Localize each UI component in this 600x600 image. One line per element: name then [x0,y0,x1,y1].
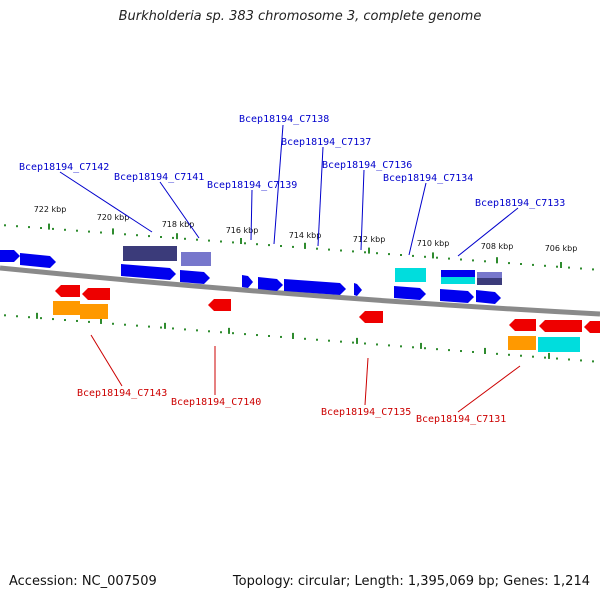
feature-block-dark-purple[interactable] [123,246,177,261]
feature-block-light-purple[interactable] [181,252,211,266]
feature-block-orange[interactable] [508,336,536,350]
tick-label: 720 kbp [97,213,130,222]
gene-arrow[interactable] [242,275,253,288]
gene-arrow[interactable] [284,279,346,295]
gene-label[interactable]: Bcep18194_C7143 [77,388,167,399]
kbp-ticks: 722 kbp 720 kbp 718 kbp 716 kbp 714 kbp … [34,205,578,253]
gene-label[interactable]: Bcep18194_C7133 [475,198,565,209]
gene-label[interactable]: Bcep18194_C7141 [114,172,204,183]
gene-arrow[interactable] [509,319,536,331]
feature-block-cyan[interactable] [441,277,475,284]
gene-arrow[interactable] [20,253,56,268]
map-title: Burkholderia sp. 383 chromosome 3, compl… [118,9,482,24]
gene-arrow[interactable] [55,285,80,297]
feature-block-blue[interactable] [441,270,475,277]
gene-arrow[interactable] [539,320,582,332]
gene-arrow[interactable] [354,283,362,296]
tick-label: 706 kbp [545,244,578,253]
gene-label[interactable]: Bcep18194_C7134 [383,173,473,184]
gene-arrow[interactable] [394,286,426,300]
gene-label[interactable]: Bcep18194_C7139 [207,180,297,191]
gene-label[interactable]: Bcep18194_C7138 [239,114,329,125]
gene-arrow[interactable] [440,289,474,303]
tick-label: 708 kbp [481,242,514,251]
reverse-leader-lines [90,334,521,413]
gene-arrow[interactable] [180,270,210,284]
gene-arrow[interactable] [258,277,283,291]
gene-arrow[interactable] [208,299,231,311]
feature-block-cyan[interactable] [538,337,580,352]
gene-arrow[interactable] [359,311,383,323]
gene-label[interactable]: Bcep18194_C7135 [321,407,411,418]
forward-strand-features [0,246,502,304]
feature-block-orange[interactable] [53,301,80,315]
forward-gene-labels: Bcep18194_C7142 Bcep18194_C7141 Bcep1819… [19,114,565,209]
gene-arrow[interactable] [584,321,600,333]
gene-label[interactable]: Bcep18194_C7136 [322,160,412,171]
chromosome-backbone [0,265,600,317]
reverse-strand-features [53,285,600,352]
gene-arrow[interactable] [82,288,110,300]
dotted-scale-lines [4,223,594,363]
tick-label: 718 kbp [162,220,195,229]
gene-label[interactable]: Bcep18194_C7131 [416,414,506,425]
feature-block-cyan[interactable] [395,268,426,282]
gene-label[interactable]: Bcep18194_C7137 [281,137,371,148]
feature-block-orange[interactable] [80,304,108,319]
gene-label[interactable]: Bcep18194_C7142 [19,162,109,173]
tick-label: 712 kbp [353,235,386,244]
feature-block-light-purple[interactable] [477,272,502,278]
forward-leader-lines [59,124,519,257]
tick-label: 714 kbp [289,231,322,240]
gene-label[interactable]: Bcep18194_C7140 [171,397,261,408]
gene-arrow[interactable] [121,264,176,280]
tick-label: 716 kbp [226,226,259,235]
tick-label: 722 kbp [34,205,67,214]
gene-arrow[interactable] [0,250,20,262]
feature-block-dark-purple[interactable] [477,278,502,285]
gene-arrow[interactable] [476,290,501,304]
accession-text: Accession: NC_007509 [9,574,157,589]
reverse-gene-labels: Bcep18194_C7143 Bcep18194_C7140 Bcep1819… [77,388,506,425]
genome-summary-text: Topology: circular; Length: 1,395,069 bp… [232,574,590,589]
tick-label: 710 kbp [417,239,450,248]
